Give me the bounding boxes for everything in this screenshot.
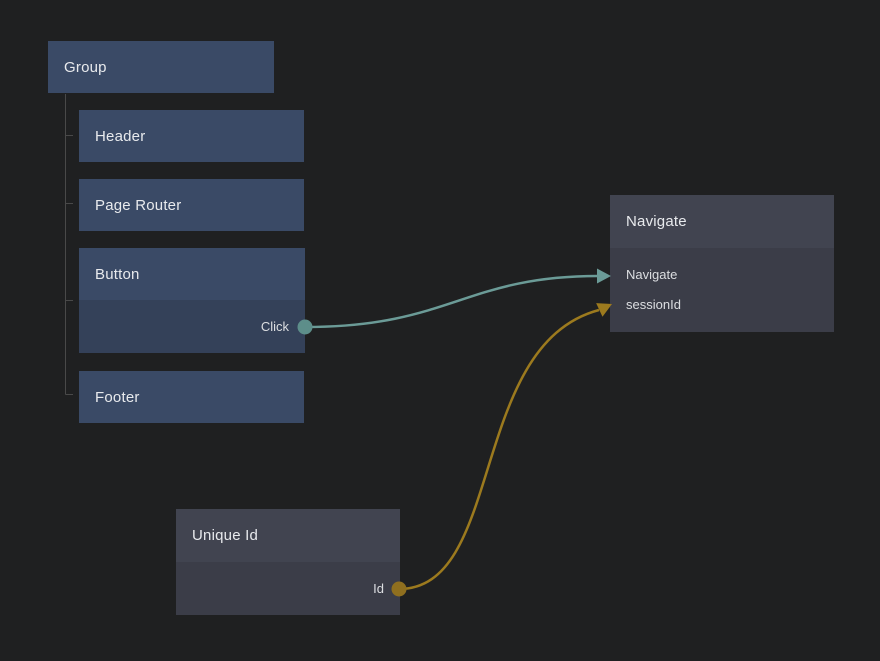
node-navigate-title: Navigate xyxy=(610,195,834,248)
output-row-click[interactable]: Click xyxy=(79,300,305,353)
wire-id-to-sessionid[interactable] xyxy=(398,308,600,591)
wire-click-to-navigate[interactable] xyxy=(304,274,599,329)
node-header[interactable]: Header xyxy=(79,110,304,162)
node-page-router-title: Page Router xyxy=(79,179,304,231)
arrowhead-navigate-input-icon xyxy=(597,268,611,284)
node-footer-title: Footer xyxy=(79,371,304,423)
tree-connector-lines xyxy=(65,94,73,395)
node-unique-id-title: Unique Id xyxy=(176,509,400,562)
node-button[interactable]: Button Click xyxy=(79,248,305,353)
node-group[interactable]: Group xyxy=(48,41,274,93)
node-footer[interactable]: Footer xyxy=(79,371,304,423)
node-header-title: Header xyxy=(79,110,304,162)
input-label-sessionid: sessionId xyxy=(626,296,681,312)
output-row-id[interactable]: Id xyxy=(176,562,400,615)
input-label-navigate: Navigate xyxy=(626,266,678,282)
node-group-title: Group xyxy=(48,41,274,93)
node-button-title: Button xyxy=(79,248,305,300)
input-row-sessionid[interactable]: sessionId xyxy=(610,289,834,319)
node-page-router[interactable]: Page Router xyxy=(79,179,304,231)
input-row-navigate[interactable]: Navigate xyxy=(610,259,834,289)
node-unique-id[interactable]: Unique Id Id xyxy=(176,509,400,615)
node-navigate[interactable]: Navigate Navigate sessionId xyxy=(610,195,834,332)
output-label-click: Click xyxy=(260,319,289,334)
output-label-id: Id xyxy=(373,581,384,596)
